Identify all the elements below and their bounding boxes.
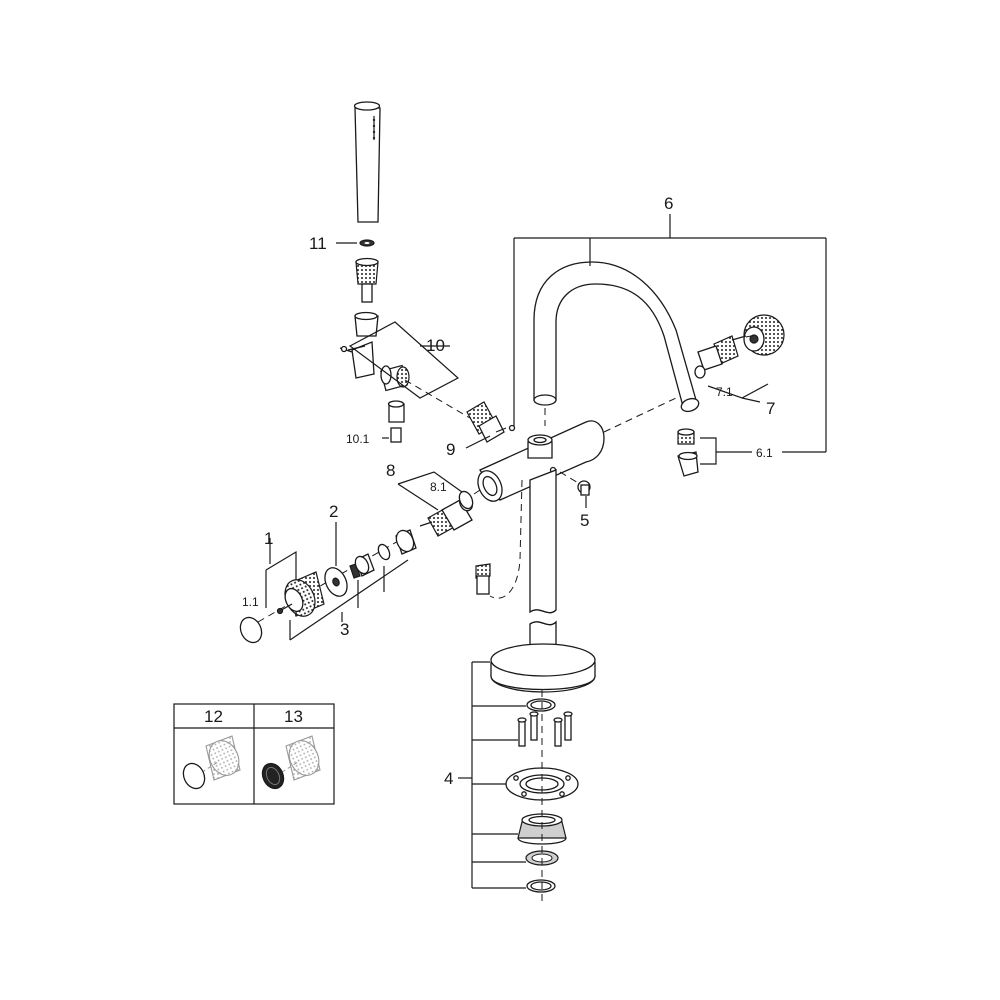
callout-4: 4: [444, 769, 453, 788]
callout-11: 11: [309, 234, 327, 253]
washer-11: [359, 239, 375, 247]
hose-nut: [355, 257, 379, 303]
aerator-6-1: [677, 428, 699, 477]
handle-1: [284, 571, 325, 617]
callout-8: 8: [386, 461, 395, 480]
o-ring-bottom: [526, 879, 556, 893]
holder-screw: [339, 345, 353, 353]
variant-12-image: [182, 735, 241, 790]
callout-1-1: 1.1: [242, 595, 259, 609]
variants-table: 12 13: [173, 703, 335, 805]
o-ring-8-1: [458, 490, 474, 510]
mixer-body: [477, 420, 605, 502]
swivel-spout-6: [533, 261, 700, 413]
diverter-cartridge-9: [466, 401, 507, 443]
callout-3: 3: [340, 620, 349, 639]
callout-9: 9: [446, 440, 455, 459]
handle-7: [743, 314, 785, 356]
cap-1-1: [239, 616, 263, 644]
callout-10-1: 10.1: [346, 432, 370, 446]
variant-12-header: 12: [204, 707, 223, 726]
plug-5: [577, 480, 591, 496]
studs: [517, 711, 573, 747]
callout-6: 6: [664, 194, 673, 213]
mixer-column: [529, 469, 557, 614]
supply-hose-nut: [475, 563, 491, 595]
variant-13-header: 13: [284, 707, 303, 726]
nut-10-1: [387, 400, 405, 443]
callout-10: 10: [426, 336, 445, 355]
callout-1: 1: [264, 529, 273, 548]
screw: [276, 603, 293, 615]
callout-6-1: 6.1: [756, 446, 773, 460]
mounting-flange: [505, 767, 579, 801]
base-plate: [490, 643, 596, 693]
cartridge-7-1: [694, 335, 747, 379]
callout-7: 7: [766, 399, 775, 418]
variant-13-image: [261, 735, 321, 790]
callout-7-1: 7.1: [716, 385, 733, 399]
escutcheon-2: [324, 567, 348, 597]
o-ring-base: [526, 698, 556, 712]
callout-2: 2: [329, 502, 338, 521]
callout-8-1: 8.1: [430, 480, 447, 494]
hand-shower: [353, 101, 381, 223]
adapter-3: [349, 529, 417, 579]
callout-5: 5: [580, 511, 589, 530]
